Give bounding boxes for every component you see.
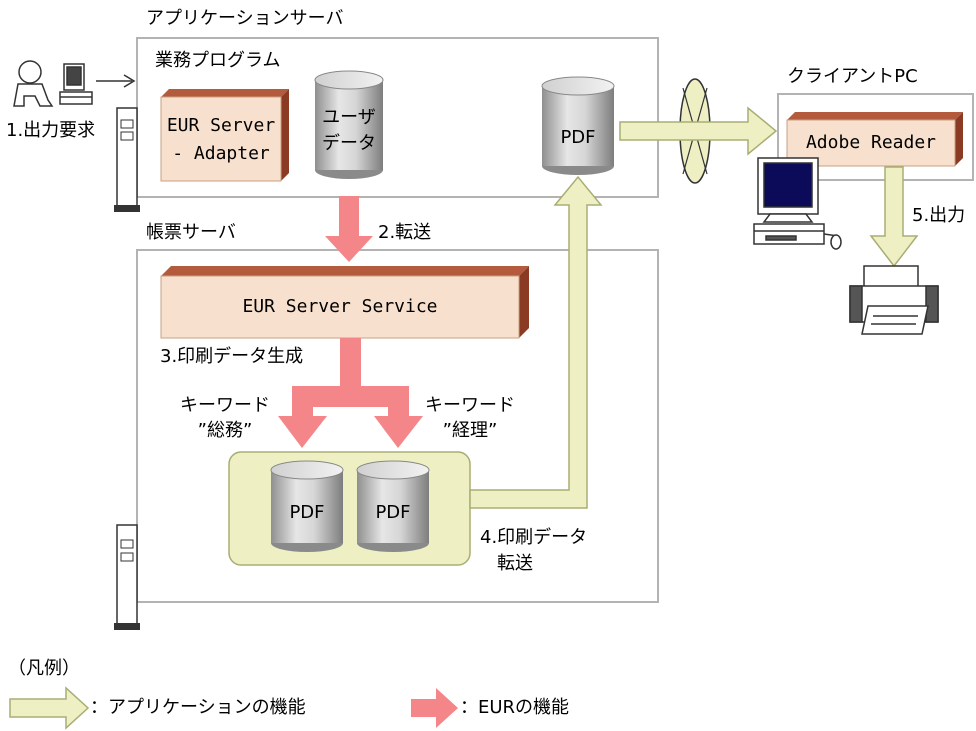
pdf-label: PDF — [560, 127, 596, 148]
client-monitor-icon — [753, 157, 842, 250]
legend-eur-arrow — [411, 688, 458, 728]
server-tower-icon — [114, 524, 140, 630]
eur-transfer-arrow — [325, 196, 373, 262]
keyword-soumu-line2: ”総務” — [197, 420, 253, 441]
adobe-reader-label: Adobe Reader — [805, 132, 937, 153]
legend-app-function-label: ：アプリケーションの機能 — [90, 697, 306, 718]
user-data-label-line2: データ — [322, 133, 376, 154]
pdf-database-icon — [270, 460, 344, 552]
step-2-label: 2.転送 — [378, 222, 432, 243]
step-1-label: 1.出力要求 — [6, 120, 96, 141]
user-data-label-line1: ユーザ — [322, 107, 376, 128]
app-flow-arrow-print-transfer — [469, 175, 603, 509]
step-4-label-line1: 4.印刷データ — [480, 527, 588, 548]
step-5-label: 5.出力 — [912, 205, 966, 226]
app-flow-arrow-to-printer — [869, 166, 919, 268]
keyword-keiri-line1: キーワード — [425, 395, 515, 416]
legend-app-arrow — [9, 686, 90, 730]
eur-adapter-box — [160, 89, 289, 182]
eur-server-service-box — [160, 266, 529, 339]
legend-eur-function-label: ：EURの機能 — [460, 697, 570, 718]
server-tower-icon — [114, 107, 140, 212]
client-pc-title: クライアントPC — [787, 66, 918, 87]
business-program-label: 業務プログラム — [155, 50, 281, 71]
adapter-label-line1: EUR Server — [166, 115, 276, 136]
step-4-label-line2: 転送 — [497, 553, 533, 574]
form-server-title: 帳票サーバ — [146, 222, 236, 243]
pdf-database-icon — [356, 460, 430, 552]
keyword-keiri-line2: ”経理” — [442, 420, 498, 441]
pdf-label: PDF — [375, 502, 411, 523]
pdf-label: PDF — [289, 502, 325, 523]
eur-service-label: EUR Server Service — [242, 296, 438, 317]
legend-title: （凡例） — [8, 658, 80, 679]
printer-icon — [849, 265, 939, 335]
app-server-title: アプリケーションサーバ — [146, 8, 344, 29]
keyword-soumu-line1: キーワード — [180, 395, 270, 416]
adapter-label-line2: - Adapter — [172, 143, 270, 164]
user-computer-icon — [13, 60, 93, 107]
app-flow-arrow-to-client — [619, 106, 778, 156]
user-data-database-icon — [314, 70, 384, 179]
pdf-database-icon — [541, 76, 615, 175]
eur-generate-arrow — [278, 338, 423, 448]
step-3-label: 3.印刷データ生成 — [160, 346, 304, 367]
pdf-output-group — [228, 451, 471, 566]
